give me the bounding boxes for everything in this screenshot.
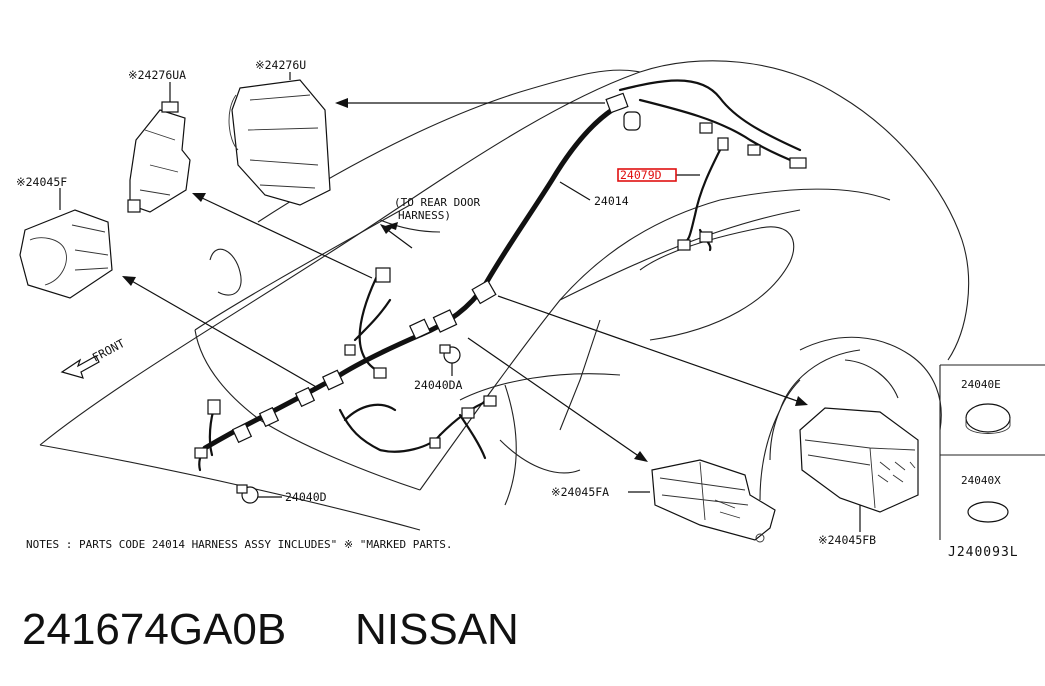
component-24276U — [228, 72, 331, 206]
callout-arrows — [122, 98, 808, 462]
label-24040DA[interactable]: 24040DA — [414, 378, 463, 392]
bolt-24040D — [236, 484, 282, 504]
label-24045FB[interactable]: ※24045FB — [818, 533, 876, 547]
label-24079D[interactable]: 24079D — [620, 168, 662, 182]
component-24045FA — [651, 459, 776, 543]
component-24045F — [19, 188, 113, 299]
label-rear-door-line2: HARNESS) — [398, 209, 451, 222]
component-24045FB — [799, 407, 919, 513]
label-24040E[interactable]: 24040E — [961, 378, 1001, 391]
front-direction-arrow — [60, 355, 100, 379]
leader-24014 — [559, 181, 591, 201]
label-24014[interactable]: 24014 — [594, 194, 629, 208]
label-24276U[interactable]: ※24276U — [255, 58, 306, 72]
harness-connectors — [194, 92, 807, 459]
label-24045FA[interactable]: ※24045FA — [551, 485, 609, 499]
inset-parts-box — [939, 364, 1045, 540]
brand-name: NISSAN — [355, 605, 519, 654]
part-number: 241674GA0B — [22, 605, 286, 654]
bolt-24040DA — [439, 344, 461, 376]
label-24276UA[interactable]: ※24276UA — [128, 68, 186, 82]
highlight-box-24079D — [617, 168, 677, 182]
notes-text: NOTES : PARTS CODE 24014 HARNESS ASSY IN… — [26, 538, 452, 551]
label-24045F[interactable]: ※24045F — [16, 175, 67, 189]
label-24040X[interactable]: 24040X — [961, 474, 1001, 487]
diagram-code: J240093L — [948, 545, 1019, 560]
label-front: FRONT — [90, 336, 127, 365]
component-24276UA — [127, 82, 191, 213]
label-rear-door-line1: (TO REAR DOOR — [394, 196, 480, 209]
label-24040D[interactable]: 24040D — [285, 490, 327, 504]
